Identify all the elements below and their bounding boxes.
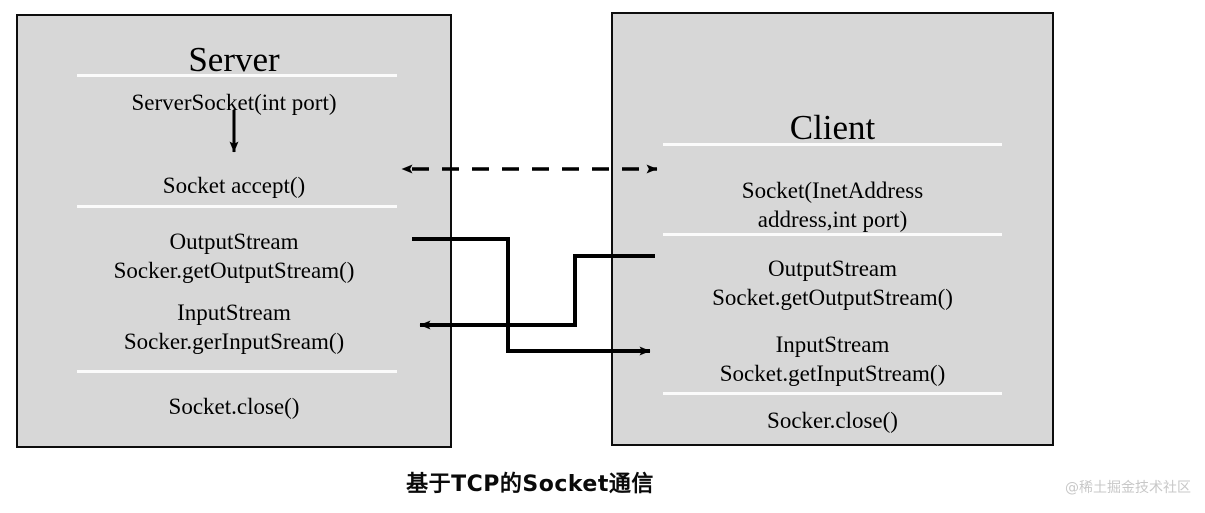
client-output-stream-label: OutputStream — [767, 256, 898, 281]
diagram-caption: 基于TCP的Socket通信 — [406, 472, 654, 497]
server-input-stream-label: InputStream — [177, 300, 291, 325]
server-separator-3 — [77, 370, 397, 373]
server-title: Server — [188, 40, 280, 79]
client-constructor-line-2: address,int port) — [757, 207, 908, 232]
watermark-label: @稀土掘金技术社区 — [1065, 480, 1191, 496]
server-output-stream-call: Socker.getOutputStream() — [113, 258, 355, 283]
client-separator-3 — [663, 392, 1002, 395]
client-title: Client — [789, 108, 876, 147]
server-separator-2 — [77, 205, 397, 208]
server-separator-1 — [77, 74, 397, 77]
client-output-stream-call: Socket.getOutputStream() — [712, 285, 953, 310]
server-constructor-label: ServerSocket(int port) — [131, 90, 337, 115]
server-close-label: Socket.close() — [168, 394, 300, 419]
client-close-label: Socker.close() — [767, 408, 898, 433]
server-output-stream-label: OutputStream — [169, 229, 299, 254]
client-separator-1 — [663, 143, 1002, 146]
client-input-stream-call: Socket.getInputStream() — [719, 361, 946, 386]
client-constructor-line-1: Socket(InetAddress — [741, 178, 924, 203]
server-input-stream-call: Socker.gerInputSream() — [123, 329, 345, 354]
client-node-box: Client Socket(InetAddress address,int po… — [611, 12, 1054, 446]
server-accept-label: Socket accept() — [162, 173, 306, 198]
client-separator-2 — [663, 233, 1002, 236]
client-input-stream-label: InputStream — [775, 332, 890, 357]
server-node-box: Server ServerSocket(int port) Socket acc… — [16, 14, 452, 448]
